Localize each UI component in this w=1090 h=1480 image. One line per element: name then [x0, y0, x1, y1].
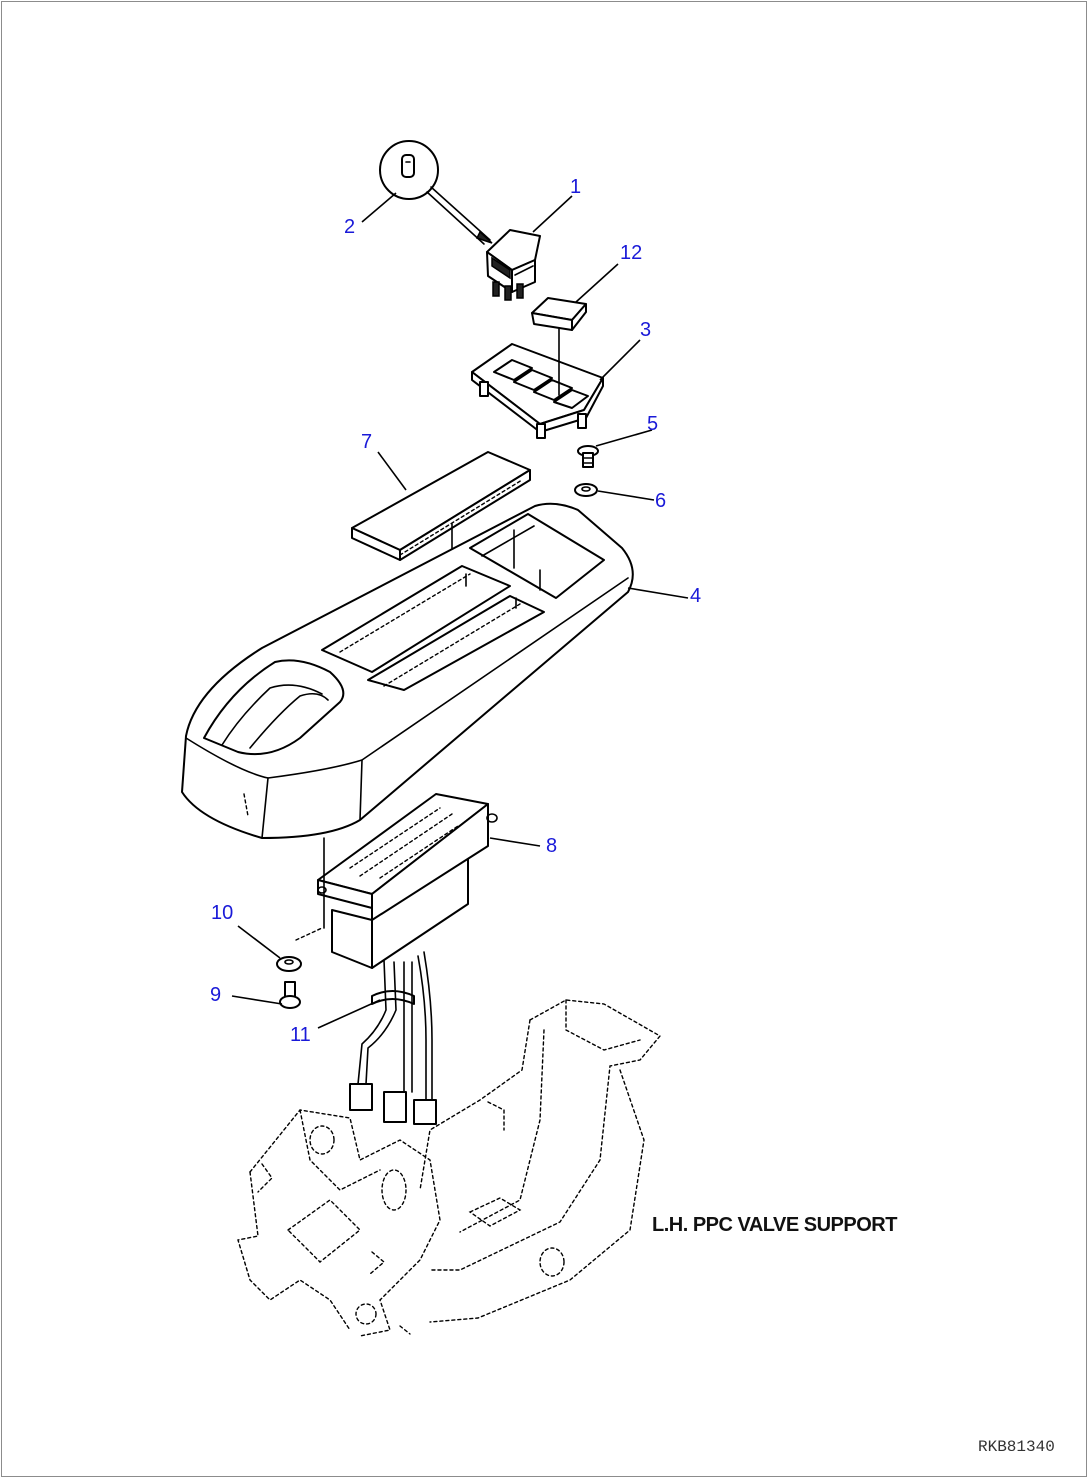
part-7-cover-plate — [351, 451, 531, 661]
part-9-bolt — [279, 981, 301, 1009]
part-2-detail-circle — [379, 140, 493, 245]
part-11-harness-clamp — [349, 951, 437, 1125]
callout-1: 1 — [570, 176, 582, 198]
callout-2: 2 — [344, 216, 356, 238]
part-10-nut — [276, 956, 302, 972]
callout-5: 5 — [647, 413, 659, 435]
ppc-valve-support-label: L.H. PPC VALVE SUPPORT — [652, 1214, 897, 1236]
callout-12: 12 — [620, 242, 643, 264]
part-4-console-box — [181, 502, 634, 839]
callout-11: 11 — [290, 1024, 311, 1046]
callout-7: 7 — [361, 431, 373, 453]
callout-6: 6 — [655, 490, 667, 512]
ppc-valve-support-phantom — [237, 999, 662, 1337]
callout-9: 9 — [210, 984, 222, 1006]
part-12-blank-cap — [531, 297, 587, 331]
part-6-clip-nut — [574, 483, 598, 497]
leader-lines — [231, 192, 689, 1029]
callout-4: 4 — [690, 585, 702, 607]
part-5-bolt — [577, 445, 599, 468]
callout-8: 8 — [546, 835, 558, 857]
part-3-switch-panel — [471, 327, 604, 439]
part-1-rocker-switch — [486, 229, 541, 301]
drawing-code: RKB81340 — [978, 1438, 1055, 1456]
callout-10: 10 — [211, 902, 234, 924]
part-8-controller-unit — [295, 793, 498, 969]
callout-3: 3 — [640, 319, 652, 341]
